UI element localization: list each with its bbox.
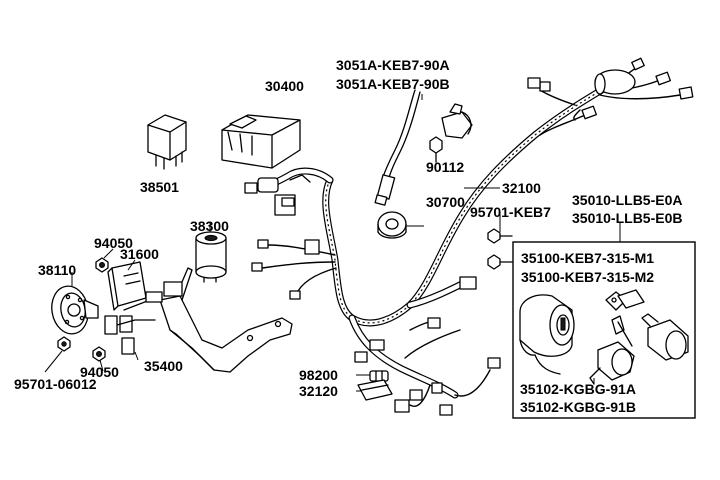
leader-lines [44,94,621,392]
helmet-lock-35102 [589,341,635,385]
label-31600: 31600 [120,246,159,262]
flasher-38300 [195,231,227,283]
grommet-30700 [377,211,407,239]
part-labels: 30400 3051A-KEB7-90A 3051A-KEB7-90B 3850… [14,57,683,415]
bolts-95701-keb7 [487,228,513,270]
label-95701-keb7: 95701-KEB7 [470,204,551,220]
cdi-unit-30400 [221,114,301,169]
label-35102-kgbg-91b: 35102-KGBG-91B [520,399,636,415]
seat-lock-35102 [641,313,689,361]
label-35010-llb5-e0a: 35010-LLB5-E0A [572,192,683,208]
label-90112: 90112 [426,159,464,175]
label-32120: 32120 [299,383,338,399]
label-32100: 32100 [502,180,541,196]
label-94050-top: 94050 [94,235,133,251]
label-95701-06012: 95701-06012 [14,376,97,392]
ignition-coil-3051a [374,89,473,206]
relay-38501 [147,114,187,170]
bracket-35400 [104,267,293,373]
label-35400: 35400 [144,358,183,374]
label-35100-keb7-315-m1: 35100-KEB7-315-M1 [521,250,654,266]
label-3051a-keb7-90b: 3051A-KEB7-90B [336,76,450,92]
label-35010-llb5-e0b: 35010-LLB5-E0B [572,210,683,226]
label-94050-bottom: 94050 [80,364,119,380]
nut-94050-top [95,257,109,273]
key-35100 [605,289,645,347]
fuse-98200 [369,370,389,382]
lock-set-box [512,241,696,419]
bolt-90112 [429,136,443,163]
fuse-holder-32120 [357,379,393,401]
label-38110: 38110 [38,262,76,278]
label-30400: 30400 [265,78,304,94]
wiring-harness-32100 [244,57,694,416]
label-35100-keb7-315-m2: 35100-KEB7-315-M2 [521,269,654,285]
label-38501: 38501 [140,179,179,195]
label-35102-kgbg-91a: 35102-KGBG-91A [520,381,636,397]
ignition-switch-35100 [519,294,575,375]
label-30700: 30700 [426,194,465,210]
label-38300: 38300 [190,218,229,234]
bolt-95701-06012 [57,336,71,352]
label-98200: 98200 [299,367,338,383]
nut-94050-bottom [92,346,106,362]
label-3051a-keb7-90a: 3051A-KEB7-90A [336,57,450,73]
horn-38110 [51,285,99,335]
